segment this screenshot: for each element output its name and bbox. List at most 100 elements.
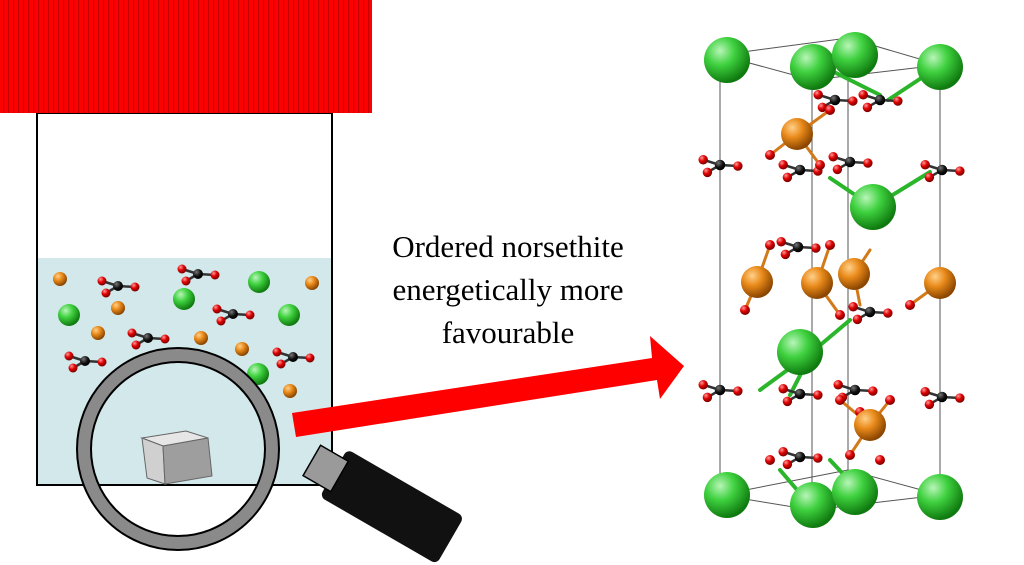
oxygen-atom [832,164,843,175]
arrow-icon [292,336,684,437]
oxygen-atom [733,386,743,396]
oxygen-atom [733,161,743,171]
oxygen-atom [212,304,222,314]
carbon-atom [228,309,238,319]
oxygen-atom [130,282,140,292]
magnifier-handle [321,451,462,563]
oxygen-atom [893,96,903,106]
oxygen-atom [131,340,141,350]
oxygen-atom [875,455,885,465]
oxygen-atom [862,102,873,113]
carbon-atom [849,384,861,396]
magnesium-atom [801,267,833,299]
caption: Ordered norsethite energetically more fa… [392,229,624,350]
calcium-atom [777,329,823,375]
oxygen-atom [920,387,930,397]
calcium-atom [704,472,750,518]
oxygen-atom [305,353,315,363]
oxygen-atom [702,167,713,178]
carbon-atom [874,94,886,106]
calcium-atom [917,44,963,90]
magnesium-atom [53,272,67,286]
calcium-atom [278,304,300,326]
carbon-atom [936,391,948,403]
carbon-atom [794,451,806,463]
magnifier-rim [77,348,279,550]
carbon-atom [193,269,203,279]
oxygen-atom [698,380,708,390]
oxygen-atom [782,459,793,470]
calcium-atom [917,474,963,520]
carbon-atom [288,352,298,362]
magnesium-atom [194,331,208,345]
oxygen-atom [765,240,775,250]
carbon-atom [829,94,841,106]
oxygen-atom [825,240,835,250]
carbon-atom [143,333,153,343]
oxygen-atom [97,276,107,286]
oxygen-atom [848,302,858,312]
solution-ions [53,264,319,398]
oxygen-atom [740,305,750,315]
oxygen-atom [817,102,828,113]
oxygen-atom [127,328,137,338]
oxygen-atom [778,447,788,457]
oxygen-atom [210,270,220,280]
oxygen-atom [835,395,845,405]
calcium-atom [173,288,195,310]
oxygen-atom [68,363,78,373]
oxygen-atom [920,160,930,170]
magnesium-atom [781,118,813,150]
oxygen-atom [765,455,775,465]
oxygen-atom [276,359,286,369]
oxygen-atom [868,386,878,396]
oxygen-atom [702,392,713,403]
caption-line-1: Ordered norsethite [392,229,624,264]
oxygen-atom [833,380,843,390]
carbon-atom [714,384,726,396]
magnesium-atom [854,409,886,441]
carbon-atom [80,356,90,366]
oxygen-atom [245,310,255,320]
oxygen-atom [955,393,965,403]
oxygen-atom [848,96,858,106]
magnesium-atom [91,326,105,340]
oxygen-atom [698,155,708,165]
calcium-atom [790,44,836,90]
oxygen-atom [765,150,775,160]
oxygen-atom [813,453,823,463]
oxygen-atom [885,395,895,405]
magnesium-atom [283,384,297,398]
calcium-atom [790,482,836,528]
calcium-atom [850,184,896,230]
oxygen-atom [815,160,825,170]
oxygen-atom [64,351,74,361]
oxygen-atom [216,316,226,326]
magnesium-atom [305,276,319,290]
oxygen-atom [813,390,823,400]
calcium-atom [832,32,878,78]
oxygen-atom [845,450,855,460]
oxygen-atom [776,237,786,247]
carbon-atom [794,164,806,176]
carbon-atom [714,159,726,171]
oxygen-atom [852,314,863,325]
caption-line-3: favourable [442,315,575,350]
oxygen-atom [780,249,791,260]
oxygen-atom [97,357,107,367]
magnesium-atom [111,301,125,315]
carbon-atom [792,241,804,253]
oxygen-atom [813,90,823,100]
oxygen-atom [782,172,793,183]
oxygen-atom [778,384,788,394]
oxygen-atom [782,396,793,407]
oxygen-atom [160,334,170,344]
magnesium-atom [924,267,956,299]
calcium-atom [704,37,750,83]
oxygen-atom [924,172,935,183]
oxygen-atom [924,399,935,410]
crystal-cube-icon [140,430,213,485]
oxygen-atom [955,166,965,176]
calcium-atom [248,271,270,293]
oxygen-atom [181,276,191,286]
